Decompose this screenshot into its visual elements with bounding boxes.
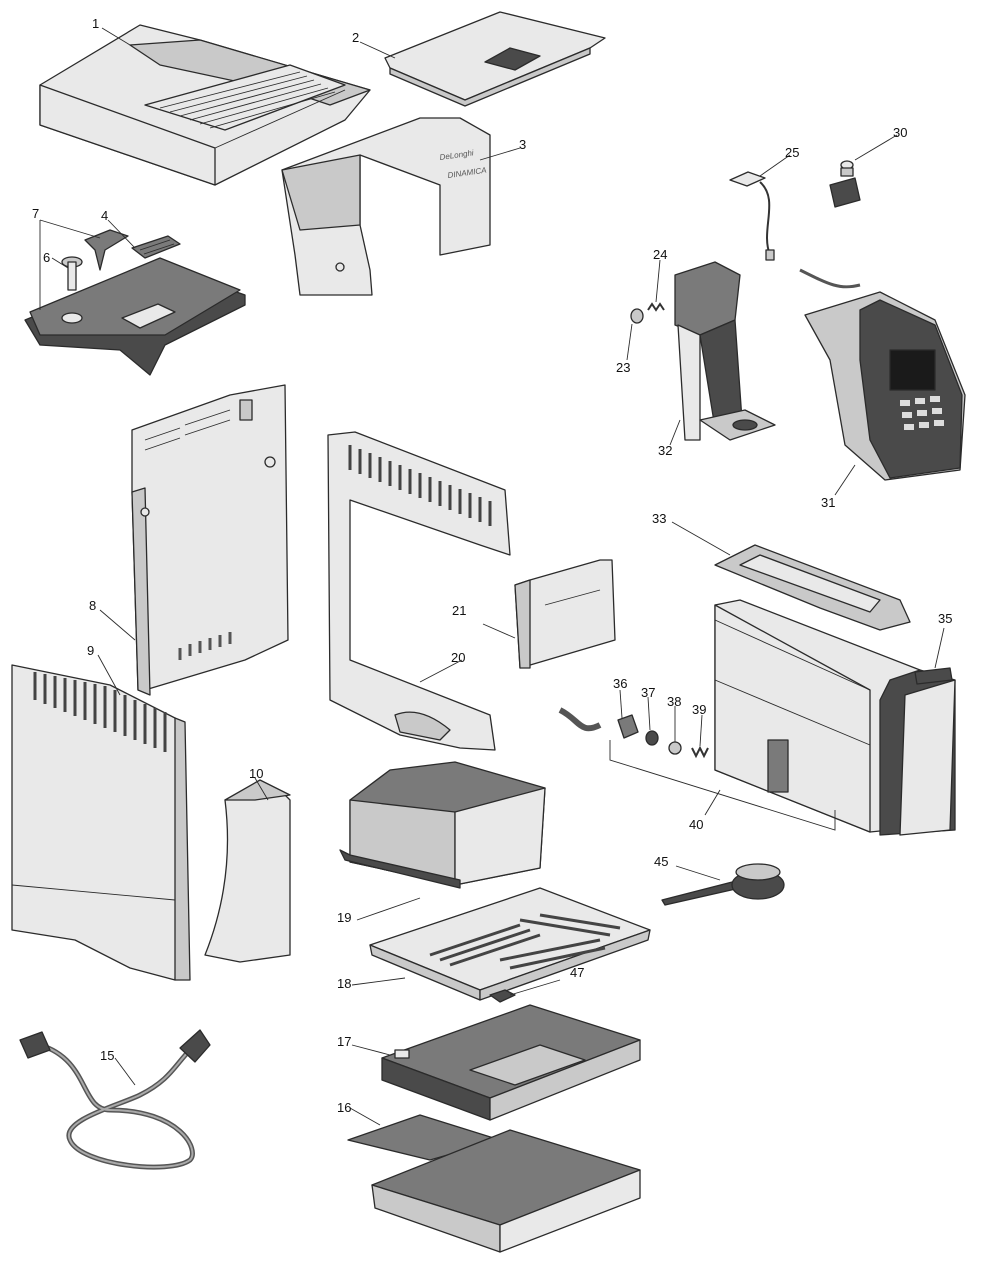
callout-25: 25 — [785, 145, 799, 160]
callout-35: 35 — [938, 611, 952, 626]
callout-20: 20 — [451, 650, 465, 665]
bean-container — [24, 257, 246, 376]
callout-1: 1 — [92, 16, 99, 31]
part-3-front-cover: DeLonghi DINAMICA — [281, 117, 491, 296]
callout-7: 7 — [32, 206, 39, 221]
callout-6: 6 — [43, 250, 50, 265]
part-25-sensor — [729, 171, 775, 261]
part-8-side-panel — [131, 384, 289, 696]
callout-47: 47 — [570, 965, 584, 980]
part-15-power-cord — [19, 1029, 211, 1170]
part-20-inner-frame — [327, 431, 511, 751]
part-31-control-panel — [799, 268, 966, 481]
part-38-valve — [668, 741, 682, 755]
part-24-spring — [647, 302, 665, 312]
callout-40: 40 — [689, 817, 703, 832]
callout-31: 31 — [821, 495, 835, 510]
part-17-tray-frame — [381, 1004, 641, 1121]
part-32-spout-column — [674, 261, 776, 441]
callout-labels: 1 2 3 4 6 7 8 9 10 15 16 17 18 19 20 21 … — [32, 16, 952, 1115]
part-16-drip-tray — [347, 1114, 641, 1253]
part-35-tank-handle — [879, 667, 956, 836]
callout-38: 38 — [667, 694, 681, 709]
callout-9: 9 — [87, 643, 94, 658]
callout-17: 17 — [337, 1034, 351, 1049]
part-33-tank-lid — [714, 544, 911, 631]
part-21-spout-cover — [514, 559, 616, 669]
callout-16: 16 — [337, 1100, 351, 1115]
part-9-outer-side-panel — [11, 664, 191, 981]
callout-36: 36 — [613, 676, 627, 691]
part-36-valve-nut — [558, 707, 639, 739]
callout-37: 37 — [641, 685, 655, 700]
leader-lines — [39, 27, 945, 1126]
callout-15: 15 — [100, 1048, 114, 1063]
callout-33: 33 — [652, 511, 666, 526]
callout-45: 45 — [654, 854, 668, 869]
part-37-seal — [645, 730, 659, 746]
part-2-top-lid — [384, 11, 606, 107]
callout-4: 4 — [101, 208, 108, 223]
part-18-drip-grid — [369, 887, 651, 1001]
part-30-selector — [829, 160, 861, 208]
callout-2: 2 — [352, 30, 359, 45]
part-6-knob — [61, 256, 83, 291]
part-39-spring — [691, 745, 709, 759]
callout-8: 8 — [89, 598, 96, 613]
part-4-grid-cover — [131, 235, 181, 259]
part-7-lever — [84, 229, 129, 271]
part-10-corner-trim — [204, 779, 291, 963]
callout-30: 30 — [893, 125, 907, 140]
part-23-nozzle-cap — [630, 308, 644, 324]
callout-10: 10 — [249, 766, 263, 781]
callout-32: 32 — [658, 443, 672, 458]
callout-24: 24 — [653, 247, 667, 262]
callout-21: 21 — [452, 603, 466, 618]
callout-23: 23 — [616, 360, 630, 375]
callout-3: 3 — [519, 137, 526, 152]
part-47-float-clip — [489, 989, 516, 1003]
callout-18: 18 — [337, 976, 351, 991]
part-19-grounds-container — [339, 761, 546, 889]
part-45-measuring-scoop — [661, 863, 785, 906]
callout-39: 39 — [692, 702, 706, 717]
part-1-top-frame — [39, 24, 371, 186]
callout-19: 19 — [337, 910, 351, 925]
